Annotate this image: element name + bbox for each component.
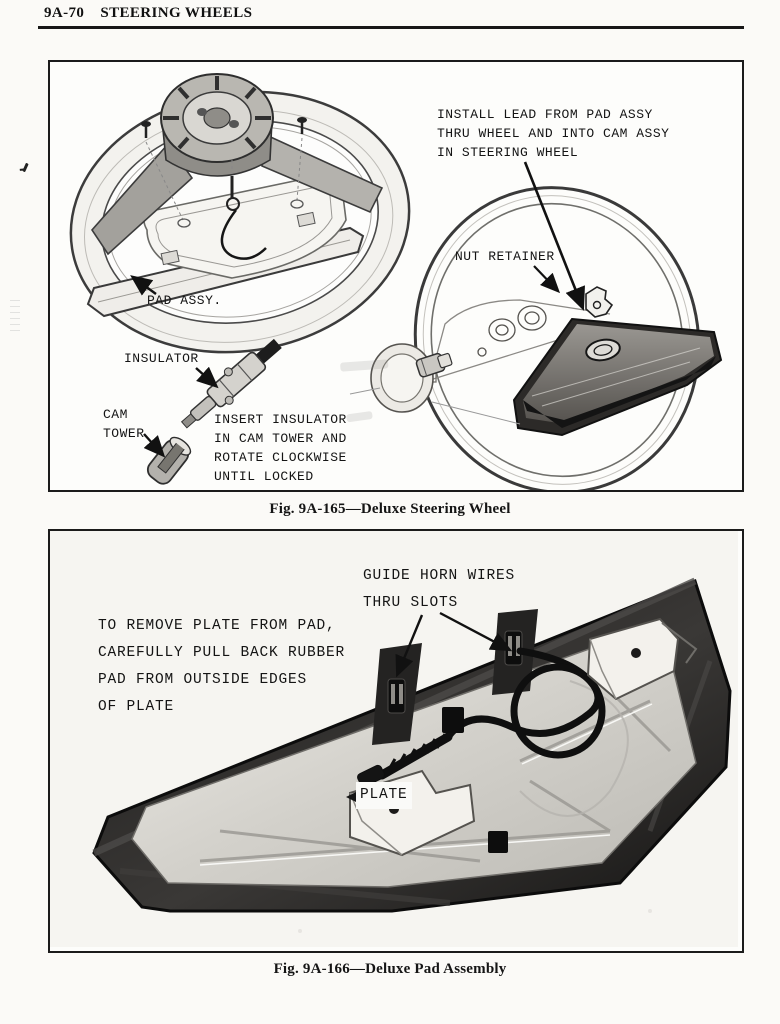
plate-pointer <box>346 792 356 802</box>
install-lead-arrow <box>523 161 585 311</box>
cam-tower-arrow <box>143 433 166 458</box>
scan-artifact-mark <box>22 162 29 173</box>
horn-lead-wire <box>220 160 267 260</box>
nut-retainer-arrow <box>533 265 561 294</box>
header-divider <box>38 26 744 29</box>
annotation-remove-plate: TO REMOVE PLATE FROM PAD, CAREFULLY PULL… <box>98 618 346 715</box>
guide-horn-wires-arrows <box>395 611 513 678</box>
annotation-pad-assy: PAD ASSY. <box>147 293 222 308</box>
pad-assy-arrow <box>130 275 157 296</box>
nut-retainer-drawing <box>585 286 614 318</box>
figure-caption-9a-166: Fig. 9A-166—Deluxe Pad Assembly <box>273 961 507 977</box>
screw-left <box>141 121 191 228</box>
scan-artifact-smudge <box>10 300 20 334</box>
hub-drawing <box>160 73 274 177</box>
annotation-cam-tower: CAM TOWER <box>103 407 145 441</box>
right-bracket-photo <box>586 617 698 701</box>
annotation-plate: PLATE <box>356 782 412 809</box>
mounting-hole-b <box>488 831 508 853</box>
annotation-install-lead: INSTALL LEAD FROM PAD ASSY THRU WHEEL AN… <box>437 107 670 160</box>
deluxe-steering-wheel-illustration <box>69 73 723 490</box>
annotation-nut-retainer: NUT RETAINER <box>455 249 555 264</box>
annotation-insulator: INSULATOR <box>124 351 199 366</box>
horn-wire-photo <box>357 647 606 788</box>
figure-frame-9a-165: INSTALL LEAD FROM PAD ASSY THRU WHEEL AN… <box>48 60 744 492</box>
horn-cap-drawing <box>349 343 521 425</box>
annotation-guide-horn-wires: GUIDE HORN WIRES THRU SLOTS <box>363 568 516 611</box>
annotation-insert-insulator: INSERT INSULATOR IN CAM TOWER AND ROTATE… <box>214 412 347 484</box>
mounting-hole-a <box>442 707 464 733</box>
deluxe-pad-assembly-photo <box>50 531 738 947</box>
section-title: STEERING WHEELS <box>100 5 253 21</box>
right-wheel-drawing <box>413 186 701 490</box>
pad-shield-drawing <box>512 317 723 437</box>
page-header: 9A-70 STEERING WHEELS <box>44 5 252 22</box>
section-number: 9A-70 <box>44 5 85 21</box>
cam-tower-drawing <box>146 436 192 485</box>
figure-caption-9a-165: Fig. 9A-165—Deluxe Steering Wheel <box>269 501 511 517</box>
bleed-through-smudge <box>340 359 389 423</box>
insulator-arrow <box>195 366 219 389</box>
insulator-drawing <box>180 338 282 429</box>
figure-frame-9a-166: GUIDE HORN WIRES THRU SLOTS TO REMOVE PL… <box>48 529 744 953</box>
screw-right <box>290 117 307 209</box>
